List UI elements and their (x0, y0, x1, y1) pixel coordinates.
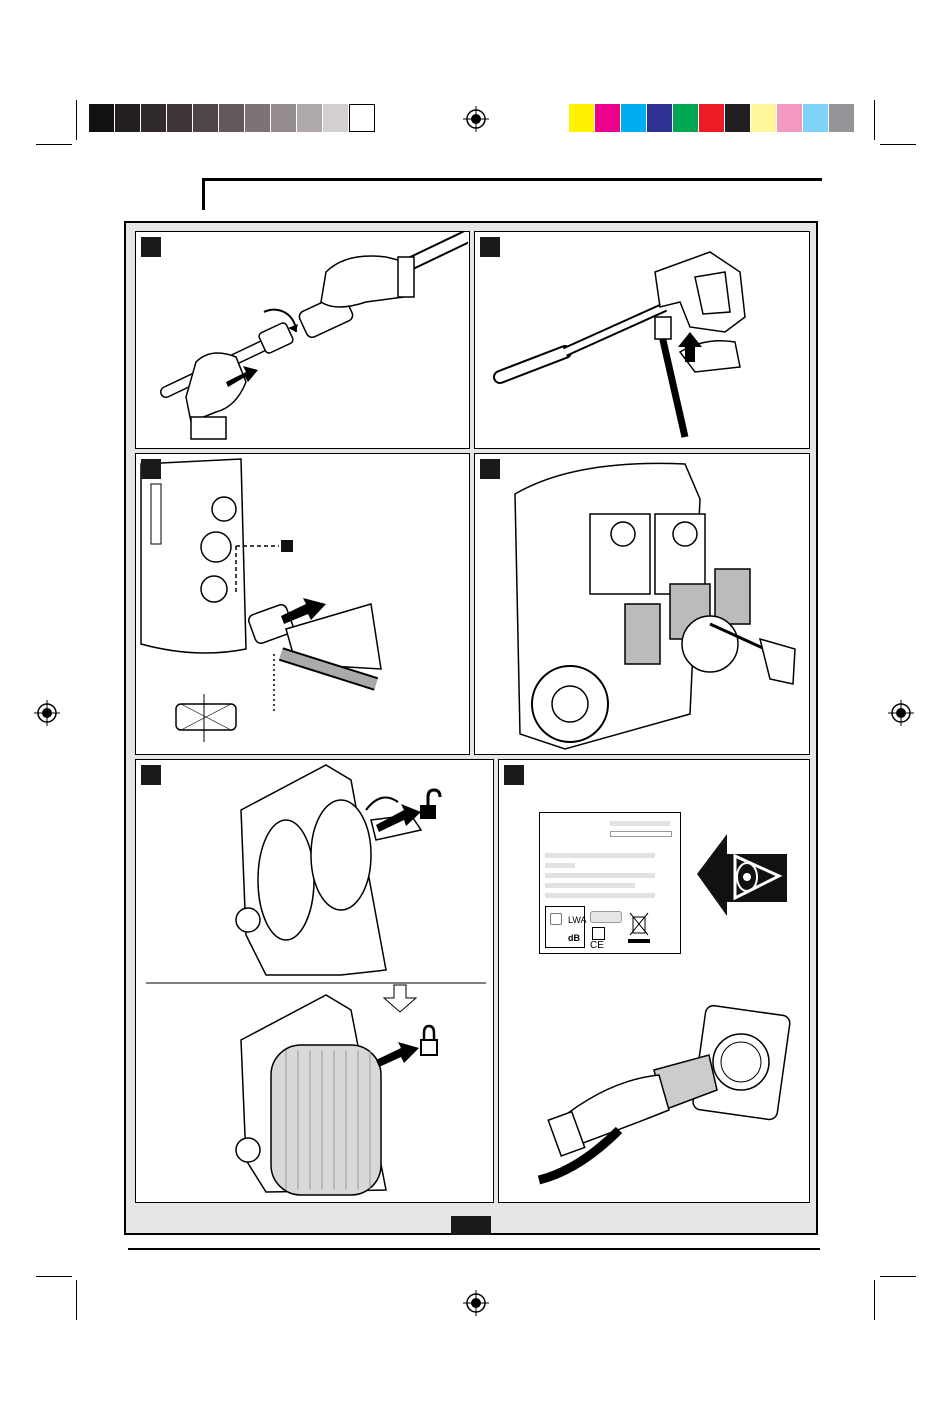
header-rule (202, 178, 822, 181)
noise-icon (550, 913, 562, 925)
registration-mark-icon (34, 700, 60, 726)
label-tag (590, 911, 622, 923)
lance-connect-icon (136, 232, 468, 447)
screwdriver-icon (475, 454, 808, 753)
header-rule-corner (202, 178, 205, 210)
figure-marker (141, 459, 161, 479)
crop-mark (880, 144, 916, 145)
hose-reel-icon (136, 760, 492, 1201)
crop-mark (874, 100, 875, 140)
registration-mark-icon (463, 1290, 489, 1316)
ce-mark: CE (590, 940, 604, 951)
figure-marker (141, 765, 161, 785)
panel-assemble-lance (135, 231, 470, 449)
registration-mark-icon (463, 106, 489, 132)
panel-mount-holders (474, 453, 810, 755)
figure-marker (480, 237, 500, 257)
water-inlet-icon (136, 454, 468, 753)
crop-mark (76, 1280, 77, 1320)
panel-hose-reel (135, 759, 494, 1203)
class-ii-icon (592, 927, 605, 940)
mains-plug-icon (519, 1000, 809, 1200)
read-manual-eye-icon (697, 824, 789, 924)
crop-mark (880, 1276, 916, 1277)
figure-marker (480, 459, 500, 479)
noise-level-box: LWA dB (545, 906, 585, 948)
crop-mark (36, 144, 72, 145)
crop-mark (874, 1280, 875, 1320)
panel-rating-label-and-plug: LWA dB CE (498, 759, 810, 1203)
grayscale-color-bar (89, 104, 375, 132)
figure-marker (504, 765, 524, 785)
rating-label: LWA dB CE (539, 812, 681, 954)
panel-attach-hose-to-gun (474, 231, 810, 449)
footer-rule (128, 1248, 820, 1250)
db-text: dB (568, 933, 580, 943)
figure-marker (141, 237, 161, 257)
crop-mark (76, 100, 77, 140)
registration-mark-icon (888, 700, 914, 726)
trigger-gun-icon (475, 232, 808, 447)
process-color-bar (569, 104, 855, 132)
page-number-tab (451, 1216, 491, 1235)
panel-connect-water-inlet (135, 453, 470, 755)
lwa-text: LWA (568, 915, 587, 925)
crop-mark (36, 1276, 72, 1277)
weee-bin-icon (628, 911, 650, 945)
